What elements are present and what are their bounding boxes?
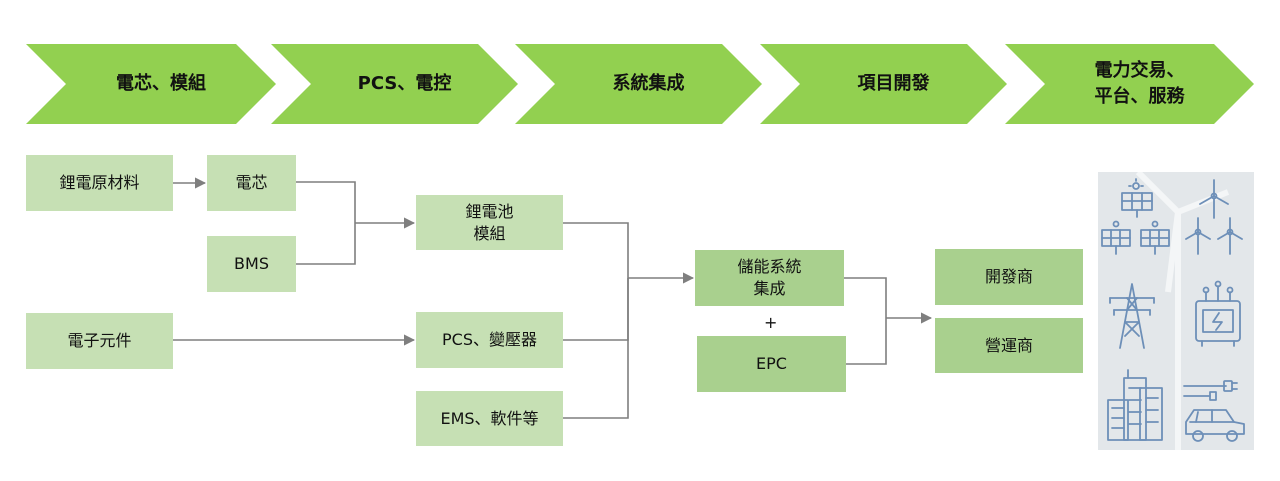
node-epc: EPC	[697, 336, 846, 392]
wind-turbine-icon	[1185, 179, 1243, 255]
electric-car-icon	[1183, 380, 1245, 442]
node-bms: BMS	[207, 236, 296, 292]
node-electronics: 電子元件	[26, 313, 173, 369]
stage-label-2: PCS、電控	[357, 73, 452, 94]
stage-chevron-1	[26, 44, 276, 124]
stage-label-5: 電力交易、 平台、服務	[1094, 60, 1185, 107]
stage-label-1: 電芯、模組	[116, 73, 206, 94]
line-ems	[563, 278, 629, 419]
stage-label-3: 系統集成	[612, 73, 685, 94]
stage-chevrons	[26, 44, 1254, 124]
stage-chevron-5	[1005, 44, 1254, 124]
transmission-tower-icon	[1109, 283, 1155, 349]
line-pcs	[563, 278, 629, 341]
stage-chevron-2	[271, 44, 518, 124]
city-buildings-icon	[1107, 369, 1163, 441]
node-pcs-transformer: PCS、變壓器	[416, 312, 563, 368]
line-cell	[296, 181, 356, 223]
node-storage-integration: 儲能系統 集成	[695, 250, 844, 306]
application-icons	[1101, 172, 1245, 450]
line-bms	[296, 223, 356, 265]
stage-chevron-3	[515, 44, 762, 124]
node-battery-module: 鋰電池 模組	[416, 195, 563, 250]
background-wind-turbine	[1135, 172, 1230, 450]
plus-sign: +	[764, 313, 778, 332]
line-module	[563, 222, 629, 278]
node-cell: 電芯	[207, 155, 296, 211]
node-raw-material: 鋰電原材料	[26, 155, 173, 211]
node-developer: 開發商	[935, 249, 1083, 305]
line-integration	[844, 277, 887, 318]
stage-chevron-4	[760, 44, 1007, 124]
node-operator: 營運商	[935, 318, 1083, 373]
solar-panel-icon	[1101, 178, 1170, 255]
node-ems-software: EMS、軟件等	[416, 391, 563, 446]
line-epc	[846, 318, 887, 365]
transformer-icon	[1195, 280, 1241, 347]
application-icons-panel	[1098, 172, 1254, 450]
stage-label-4: 項目開發	[857, 73, 930, 94]
